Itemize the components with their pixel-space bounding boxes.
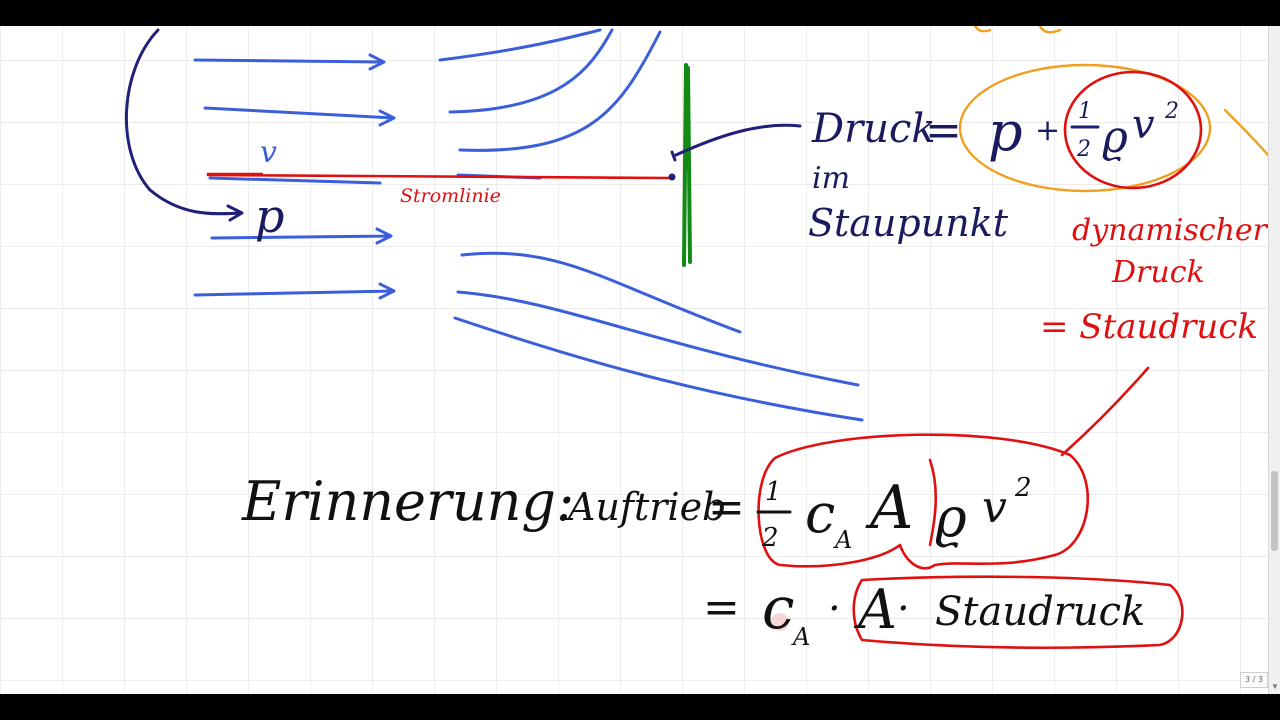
druck-word-red: Druck <box>1111 255 1205 290</box>
erinnerung-word: Erinnerung: <box>241 470 574 533</box>
dynamic-term-circle <box>1063 70 1203 190</box>
im-word: im <box>812 161 850 196</box>
red-connector <box>1060 366 1150 457</box>
v-symbol: v <box>1132 102 1155 148</box>
stromlinie-line <box>206 172 672 180</box>
half-denominator: 2 <box>1076 137 1091 162</box>
formula-c: c <box>805 482 835 545</box>
second-line-staudruck: Staudruck <box>935 589 1145 635</box>
staupunkt-dot <box>668 173 676 181</box>
v-exponent: 2 <box>1164 99 1179 124</box>
upstream-streamlines <box>193 53 396 300</box>
formula-bubble-outer <box>757 433 1090 570</box>
pointer-to-staupunkt <box>670 123 802 162</box>
formula-v: v <box>982 482 1007 533</box>
second-line-equals: = <box>703 582 740 633</box>
flat-plate <box>682 63 692 267</box>
deflected-streamlines <box>438 28 864 422</box>
formula-half-numerator: 1 <box>765 477 782 507</box>
druck-p: p <box>988 100 1023 163</box>
second-line-A: A <box>853 578 897 641</box>
formula-c-subscript: A <box>833 526 852 554</box>
label-pressure: p <box>255 189 284 243</box>
orange-connector <box>1223 108 1268 157</box>
rho-symbol: ϱ <box>1102 112 1128 163</box>
second-line-c: c <box>762 574 794 642</box>
auftrieb-word: Auftrieb <box>565 485 726 529</box>
formula-A: A <box>865 473 913 543</box>
scrollbar-thumb[interactable] <box>1271 471 1278 551</box>
half-numerator: 1 <box>1078 99 1092 124</box>
staupunkt-word: Staupunkt <box>808 201 1009 245</box>
formula-rho: ϱ <box>935 486 967 549</box>
label-velocity: v <box>260 135 277 170</box>
druck-equals: = <box>925 105 962 156</box>
dynamischer-word: dynamischer <box>1072 213 1268 248</box>
auftrieb-equals: = <box>708 482 745 533</box>
staudruck-word-red: = Staudruck <box>1040 307 1258 347</box>
orange-scribble-top <box>973 26 1062 34</box>
second-line-dot1: · <box>828 586 841 632</box>
whiteboard-page: v p Stromlinie Druck = p + 1 2 ϱ v 2 im … <box>0 26 1268 694</box>
label-stromlinie: Stromlinie <box>400 185 501 207</box>
page-indicator: 3 / 3 <box>1240 672 1268 688</box>
druck-plus: + <box>1035 113 1060 148</box>
staudruck-box <box>852 575 1184 650</box>
pointer-arrow-to-p <box>124 28 244 222</box>
formula-half-denominator: 2 <box>761 523 779 553</box>
formula-v-exponent: 2 <box>1014 473 1032 503</box>
pressure-highlight-ellipse <box>958 63 1212 193</box>
vertical-scrollbar[interactable]: ▼ <box>1268 26 1280 694</box>
formula-bubble-inner <box>928 458 938 547</box>
cursor-mark <box>771 613 789 631</box>
scroll-down-arrow-icon[interactable]: ▼ <box>1271 682 1279 691</box>
druck-word: Druck <box>811 106 936 152</box>
second-line-dot2: · <box>897 586 910 632</box>
second-line-c-subscript: A <box>791 623 810 651</box>
whiteboard-canvas: v p Stromlinie Druck = p + 1 2 ϱ v 2 im … <box>124 26 1268 651</box>
